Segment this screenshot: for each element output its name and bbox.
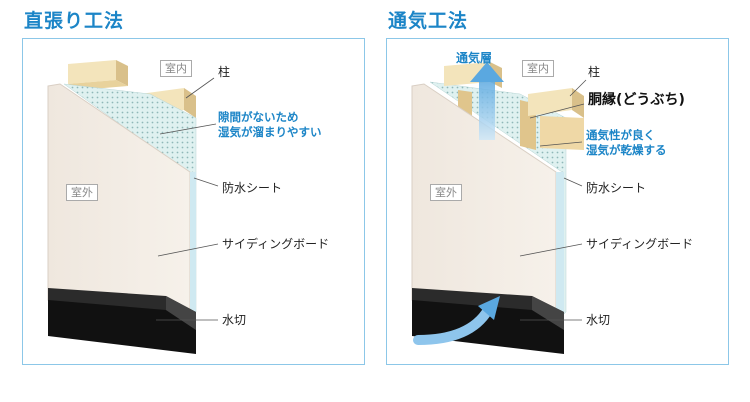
left-moisture-note: 隙間がないため 湿気が溜まりやすい [218, 110, 322, 139]
left-flashing [48, 288, 196, 354]
ventilation-layer-label: 通気層 [456, 51, 493, 65]
left-diagram [47, 60, 219, 354]
right-flashing-label: 水切 [586, 313, 611, 327]
furring-strip-label: 胴縁(どうぶち) [588, 92, 685, 108]
left-panel-title: 直張り工法 [24, 10, 125, 32]
right-ventilation-note: 通気性が良く 湿気が乾燥する [586, 128, 667, 157]
left-waterproof-sheet-label: 防水シート [222, 181, 283, 195]
right-outdoor-tag: 室外 [430, 184, 462, 201]
ventilation-inlet-arrow [413, 296, 500, 345]
left-flashing-label: 水切 [222, 313, 247, 327]
left-indoor-tag: 室内 [160, 60, 192, 77]
left-siding-board-label: サイディングボード [222, 237, 330, 251]
right-indoor-tag: 室内 [522, 60, 554, 77]
left-outdoor-tag: 室外 [66, 184, 98, 201]
right-pillar-label: 柱 [588, 65, 601, 79]
ventilation-up-arrow [470, 62, 504, 140]
right-waterproof-sheet-label: 防水シート [586, 181, 647, 195]
right-panel-title: 通気工法 [388, 10, 469, 32]
left-pillar-label: 柱 [218, 65, 231, 79]
right-leader-lines [519, 79, 587, 321]
right-pillar-front [528, 88, 584, 150]
right-diagram [411, 62, 587, 354]
right-siding-board-label: サイディングボード [586, 237, 694, 251]
left-leader-lines [156, 77, 219, 321]
